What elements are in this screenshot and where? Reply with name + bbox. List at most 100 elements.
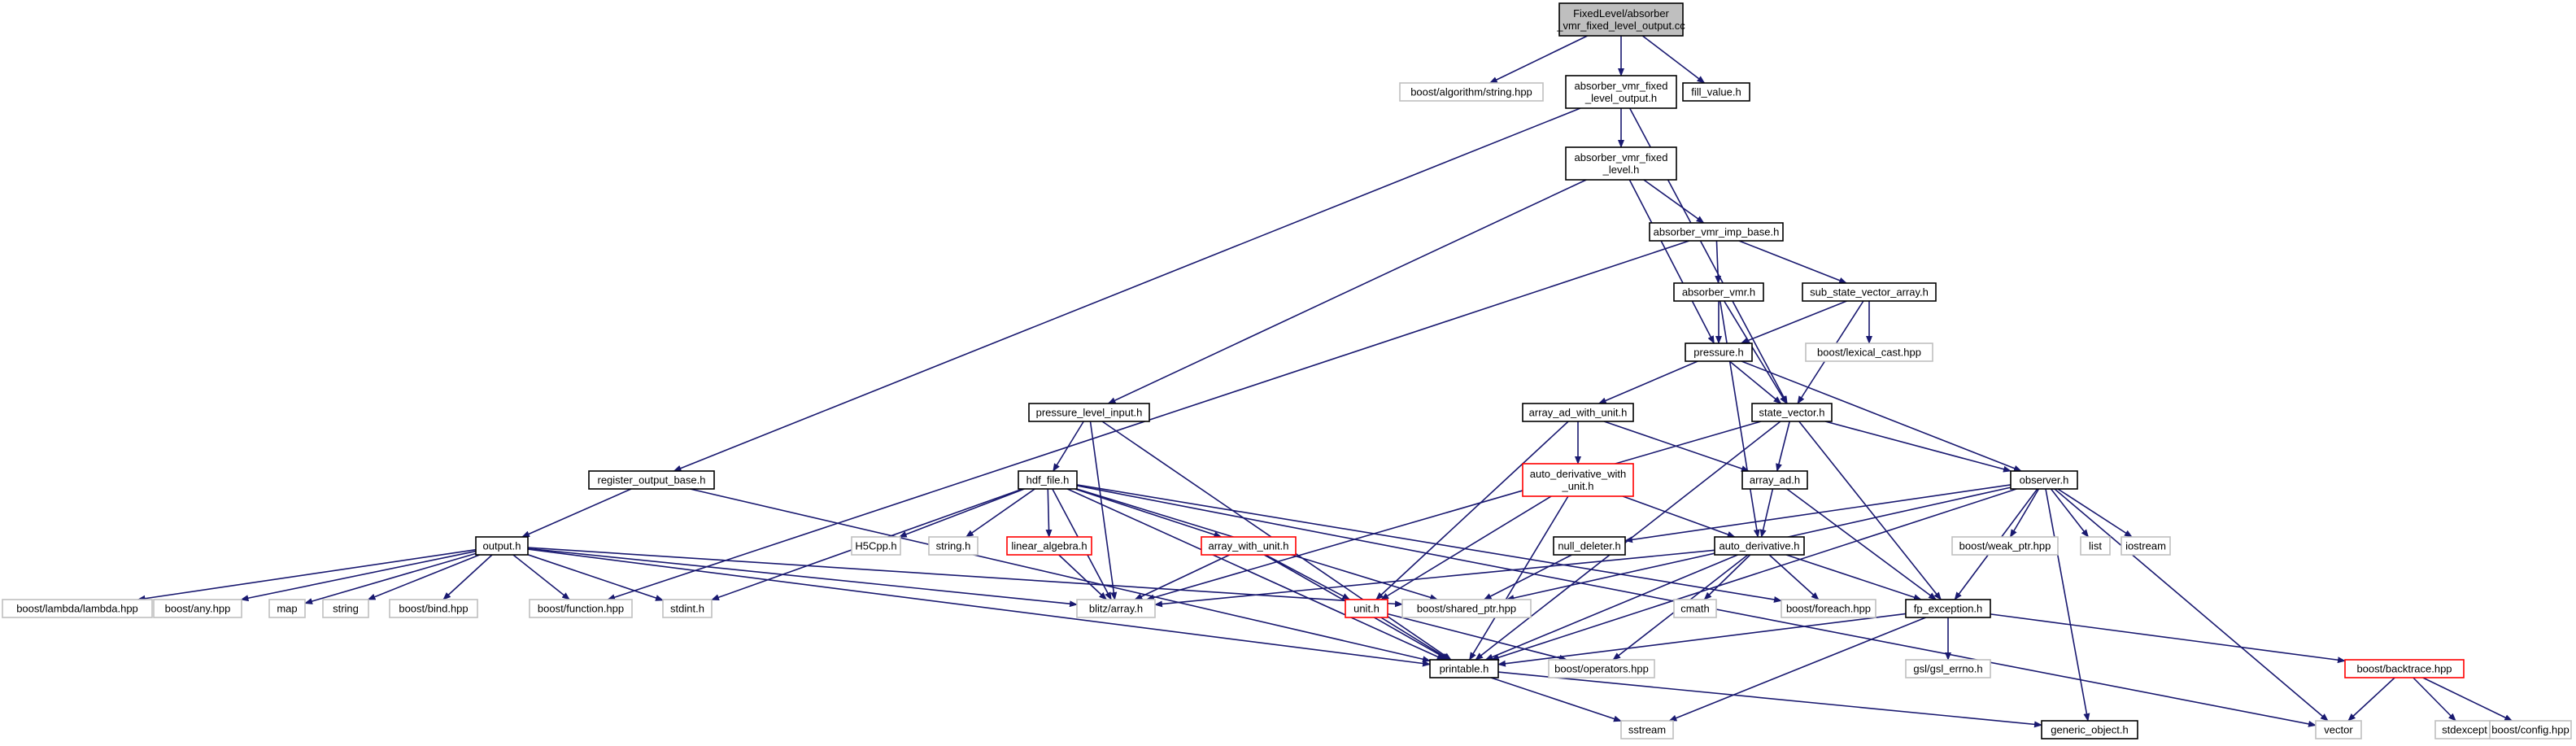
node-pressure_h[interactable]: pressure.h (1685, 342, 1753, 362)
edge-array_with_unit_h-to-blitz_array_h (1134, 554, 1231, 600)
edge-printable_h-to-generic_object_h (1497, 671, 2042, 728)
node-state_vector_h[interactable]: state_vector.h (1751, 403, 1833, 422)
node-label: printable.h (1440, 663, 1489, 675)
node-label: boost/config.hpp (2491, 724, 2569, 736)
edge-observer_h-to-list (2050, 488, 2090, 538)
node-generic_object_h[interactable]: generic_object.h (2041, 720, 2138, 739)
node-label: linear_algebra.h (1011, 540, 1087, 552)
node-box (529, 599, 633, 618)
edge-auto_derivative_with_unit_h-to-printable_h (1468, 495, 1569, 661)
node-box (1429, 659, 1499, 678)
edge-auto_derivative_h-to-printable_h (1484, 554, 1738, 661)
node-box (1781, 599, 1876, 618)
node-boost_backtrace[interactable]: boost/backtrace.hpp (2344, 659, 2465, 678)
node-pressure_level_input_h[interactable]: pressure_level_input.h (1028, 403, 1150, 422)
node-auto_derivative_h[interactable]: auto_derivative.h (1714, 536, 1805, 556)
edge-output_h-to-map (304, 552, 477, 604)
node-label: boost/weak_ptr.hpp (1959, 540, 2051, 552)
node-absorber_vmr_imp_base_h[interactable]: absorber_vmr_imp_base.h (1649, 222, 1784, 242)
edge-boost_backtrace-to-stdexcept (2413, 677, 2456, 722)
node-linear_algebra_h[interactable]: linear_algebra.h (1006, 536, 1092, 556)
node-fill_value_h[interactable]: fill_value.h (1682, 82, 1750, 102)
node-boost_bind: boost/bind.hpp (389, 599, 478, 618)
edge-output_h-to-blitz_array_h (527, 548, 1078, 608)
edge-hdf_file_h-to-string_h (965, 488, 1035, 538)
edge-output_h-to-string (367, 554, 480, 600)
edge-output_h-to-boost_any (240, 550, 477, 602)
edge-boost_backtrace-to-boost_config (2422, 677, 2513, 722)
node-unit_h[interactable]: unit.h (1345, 599, 1388, 618)
node-label: absorber_vmr_imp_base.h (1654, 226, 1780, 238)
node-auto_derivative_with_unit_h[interactable]: auto_derivative_with_unit.h (1522, 463, 1634, 497)
node-box (389, 599, 478, 618)
node-absorber_vmr_fixed_level_h[interactable]: absorber_vmr_fixed_level.h (1565, 146, 1677, 181)
node-h5cpp_h: H5Cpp.h (851, 536, 901, 556)
node-box (1620, 720, 1674, 739)
node-label: boost/shared_ptr.hpp (1417, 603, 1516, 615)
edge-pressure_level_input_h-to-blitz_array_h (1089, 421, 1118, 600)
node-label: array_ad.h (1750, 474, 1800, 486)
edge-fp_exception_h-to-sstream (1668, 617, 1926, 722)
node-label: register_output_base.h (598, 474, 706, 486)
edge-absorber_vmr_h-to-state_vector_h (1724, 300, 1787, 404)
node-box (2041, 720, 2138, 739)
node-label: fp_exception.h (1914, 603, 1983, 615)
edge-pressure_h-to-array_ad_with_unit_h (1597, 360, 1698, 404)
node-box (1682, 82, 1750, 102)
node-box (1401, 599, 1532, 618)
edge-null_deleter_h-to-boost_shared_ptr (1483, 554, 1572, 600)
node-label: absorber_vmr_fixed (1575, 151, 1668, 164)
edge-auto_derivative_with_unit_h-to-unit_h (1380, 495, 1552, 600)
edge-state_vector_h-to-fp_exception_h (1798, 421, 1942, 600)
edge-sub_state_vector_array_h-to-pressure_h (1740, 300, 1847, 344)
node-box (322, 599, 369, 618)
node-printable_h[interactable]: printable.h (1429, 659, 1499, 678)
node-root[interactable]: FixedLevel/absorber_vmr_fixed_level_outp… (1556, 2, 1685, 37)
edge-absorber_vmr_fixed_level_h-to-pressure_level_input_h (1107, 179, 1587, 404)
edge-output_h-to-stdint_h (527, 554, 664, 601)
edge-observer_h-to-vector (2054, 488, 2329, 722)
edge-auto_derivative_with_unit_h-to-auto_derivative_h (1622, 495, 1736, 538)
node-box (588, 470, 715, 490)
node-list: list (2080, 536, 2111, 556)
node-absorber_vmr_h[interactable]: absorber_vmr.h (1673, 282, 1764, 302)
node-box (1802, 282, 1937, 302)
edge-output_h-to-boost_shared_ptr (527, 547, 1403, 608)
node-sub_state_vector_array_h[interactable]: sub_state_vector_array.h (1802, 282, 1937, 302)
node-label: gsl/gsl_errno.h (1913, 663, 1982, 675)
edge-boost_backtrace-to-vector (2347, 677, 2395, 722)
edge-root-to-fill_value_h (1641, 35, 1706, 84)
node-label: observer.h (2020, 474, 2069, 486)
node-map: map (268, 599, 306, 618)
node-label: list (2089, 540, 2102, 552)
node-null_deleter_h[interactable]: null_deleter.h (1553, 536, 1626, 556)
edge-absorber_vmr_h-to-auto_derivative_h (1719, 300, 1760, 538)
node-fp_exception_h[interactable]: fp_exception.h (1905, 599, 1991, 618)
node-array_ad_with_unit_h[interactable]: array_ad_with_unit.h (1522, 403, 1634, 422)
node-hdf_file_h[interactable]: hdf_file.h (1018, 470, 1078, 490)
node-label: boost/backtrace.hpp (2356, 663, 2452, 675)
edge-observer_h-to-printable_h (1490, 488, 2017, 661)
edge-auto_derivative_h-to-blitz_array_h (1154, 549, 1715, 608)
node-output_h[interactable]: output.h (475, 536, 529, 556)
node-box (268, 599, 306, 618)
edge-observer_h-to-boost_weak_ptr (2009, 488, 2040, 538)
node-array_ad_h[interactable]: array_ad.h (1741, 470, 1808, 490)
node-label: string (333, 603, 359, 615)
node-box (1006, 536, 1092, 556)
edge-linear_algebra_h-to-blitz_array_h (1058, 554, 1108, 600)
node-box (1548, 659, 1655, 678)
edge-absorber_vmr_fixed_level_h-to-pressure_h (1628, 179, 1715, 344)
node-label: cmath (1680, 603, 1709, 615)
node-box (1673, 599, 1717, 618)
edge-fp_exception_h-to-boost_backtrace (1990, 613, 2346, 664)
node-string: string (322, 599, 369, 618)
node-absorber_vmr_fixed_level_output_h[interactable]: absorber_vmr_fixed_level_output.h (1565, 75, 1677, 109)
node-label: stdint.h (670, 603, 704, 615)
node-register_output_base_h[interactable]: register_output_base.h (588, 470, 715, 490)
node-observer_h[interactable]: observer.h (2010, 470, 2078, 490)
node-label: _unit.h (1561, 480, 1593, 492)
node-array_with_unit_h[interactable]: array_with_unit.h (1201, 536, 1297, 556)
node-stdint_h: stdint.h (662, 599, 713, 618)
